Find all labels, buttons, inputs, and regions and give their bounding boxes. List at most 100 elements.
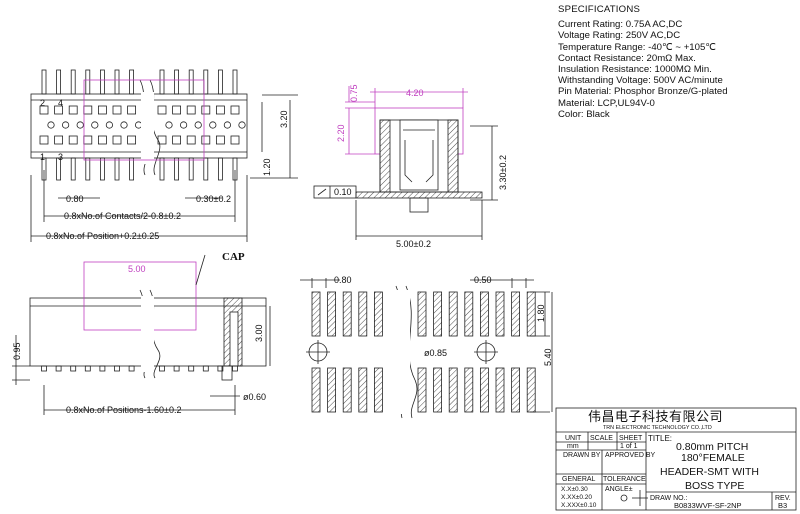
footprint-pad (311, 367, 321, 413)
contact-hole (194, 121, 202, 129)
contact-hole (76, 121, 84, 129)
top-pin (217, 69, 223, 95)
front-pin (84, 365, 91, 372)
top-pin (70, 69, 76, 95)
top-pin (203, 69, 209, 95)
spec-insulation-resistance: Insulation Resistance: 1000MΩ Min. (558, 64, 712, 76)
contact-window (201, 135, 211, 145)
contact-window (201, 105, 211, 115)
top-pin (129, 69, 135, 95)
top-pin (129, 157, 135, 181)
dim-fp-pitch: 0.80 (334, 275, 352, 285)
top-pin (188, 69, 194, 95)
contact-hole (238, 121, 246, 129)
drawn-by-label: DRAWN BY (563, 452, 601, 459)
top-pin (188, 157, 194, 181)
spec-withstanding-voltage: Withstanding Voltage: 500V AC/minute (558, 75, 723, 87)
tolerance-3: X.XXX±0.10 (561, 502, 597, 509)
contact-window (112, 135, 122, 145)
footprint-pad (511, 367, 521, 413)
dim-pin-width: 0.30±0.2 (196, 194, 231, 204)
top-pin (41, 69, 47, 95)
angle-label: ANGLE± (605, 486, 633, 493)
dim-fp-span: 5.40 (543, 348, 553, 366)
contact-window (68, 135, 78, 145)
front-pin (128, 365, 135, 372)
dim-cap-height: 2.20 (336, 124, 346, 142)
tolerance-label: TOLERANCE (603, 476, 646, 483)
dim-pitch-top: 0.80 (66, 194, 84, 204)
contact-window (39, 135, 49, 145)
formula-position: 0.8xNo.of Position+0.2±0.25 (46, 231, 159, 241)
rev-label: REV. (775, 495, 791, 502)
contact-window (127, 135, 136, 145)
contact-hole (91, 121, 99, 129)
top-pin (114, 157, 120, 181)
contact-window (230, 135, 240, 145)
footprint-pad (358, 291, 368, 337)
front-pin (232, 365, 238, 372)
boss-post (221, 365, 233, 381)
dim-side-base: 5.00±0.2 (396, 239, 431, 249)
front-pin (99, 365, 106, 372)
front-pin (41, 365, 47, 372)
unit-label: UNIT (565, 435, 582, 442)
title-line-3: HEADER-SMT WITH (660, 466, 759, 478)
contact-hole (135, 121, 143, 129)
specifications-panel: SPECIFICATIONS Current Rating: 0.75A AC,… (558, 4, 728, 120)
footprint-pad (464, 367, 474, 413)
footprint-pad (327, 291, 337, 337)
dim-front-height: 3.00 (254, 324, 264, 342)
front-pin (173, 365, 180, 372)
footprint-pad (417, 367, 427, 413)
sheet-label: SHEET (619, 435, 643, 442)
pin-label-4: 4 (58, 98, 63, 108)
draw-no-label: DRAW NO.: (650, 495, 688, 502)
approved-by-label: APPROVED BY (605, 452, 656, 459)
front-pin (188, 365, 195, 372)
contact-hole (47, 121, 55, 129)
contact-window (98, 105, 107, 115)
formula-front: 0.8xNo.of Positions-1.60±0.2 (66, 405, 182, 415)
contact-window (230, 105, 240, 115)
contact-hole (209, 121, 217, 129)
front-pin (114, 365, 120, 372)
footprint-pad (448, 367, 458, 413)
front-pin (159, 365, 165, 372)
dim-fp-pad-length: 1.80 (536, 304, 546, 322)
formula-contacts: 0.8xNo.of Contacts/2-0.8±0.2 (64, 211, 181, 221)
front-view (12, 254, 271, 415)
tolerance-2: X.XX±0.20 (561, 494, 592, 501)
footprint-pad (511, 291, 521, 337)
unit-value: mm (567, 443, 579, 450)
draw-no-value: B0833WVF-SF-2NP (674, 501, 742, 510)
contact-window (68, 105, 78, 115)
top-pin (159, 69, 165, 95)
top-pin (85, 69, 91, 95)
contact-window (172, 135, 182, 145)
footprint-pad (526, 367, 536, 413)
company-name-en: TRN ELECTRONIC TECHNOLOGY CO.,LTD (603, 425, 712, 431)
footprint-pad (342, 367, 352, 413)
top-pin (56, 157, 61, 181)
contact-window (215, 135, 225, 145)
footprint-view (300, 278, 553, 419)
top-pin (114, 69, 120, 95)
spec-pin-material: Pin Material: Phosphor Bronze/G-plated (558, 86, 728, 98)
sheet-value: 1 of 1 (620, 443, 638, 450)
contact-window (39, 105, 49, 115)
spec-material: Material: LCP,UL94V-0 (558, 97, 655, 109)
pin-label-3: 3 (58, 152, 63, 162)
footprint-pad (433, 367, 443, 413)
top-pin (85, 157, 91, 181)
specifications-title: SPECIFICATIONS (558, 4, 641, 15)
top-pin (174, 157, 180, 181)
dim-side-height: 3.30±0.2 (498, 155, 508, 190)
top-pin (159, 157, 165, 181)
top-pin (232, 69, 238, 95)
footprint-pad (417, 291, 427, 337)
contact-window (127, 105, 136, 115)
general-label: GENERAL (562, 476, 596, 483)
spec-color: Color: Black (558, 108, 610, 120)
footprint-pad (495, 367, 505, 413)
